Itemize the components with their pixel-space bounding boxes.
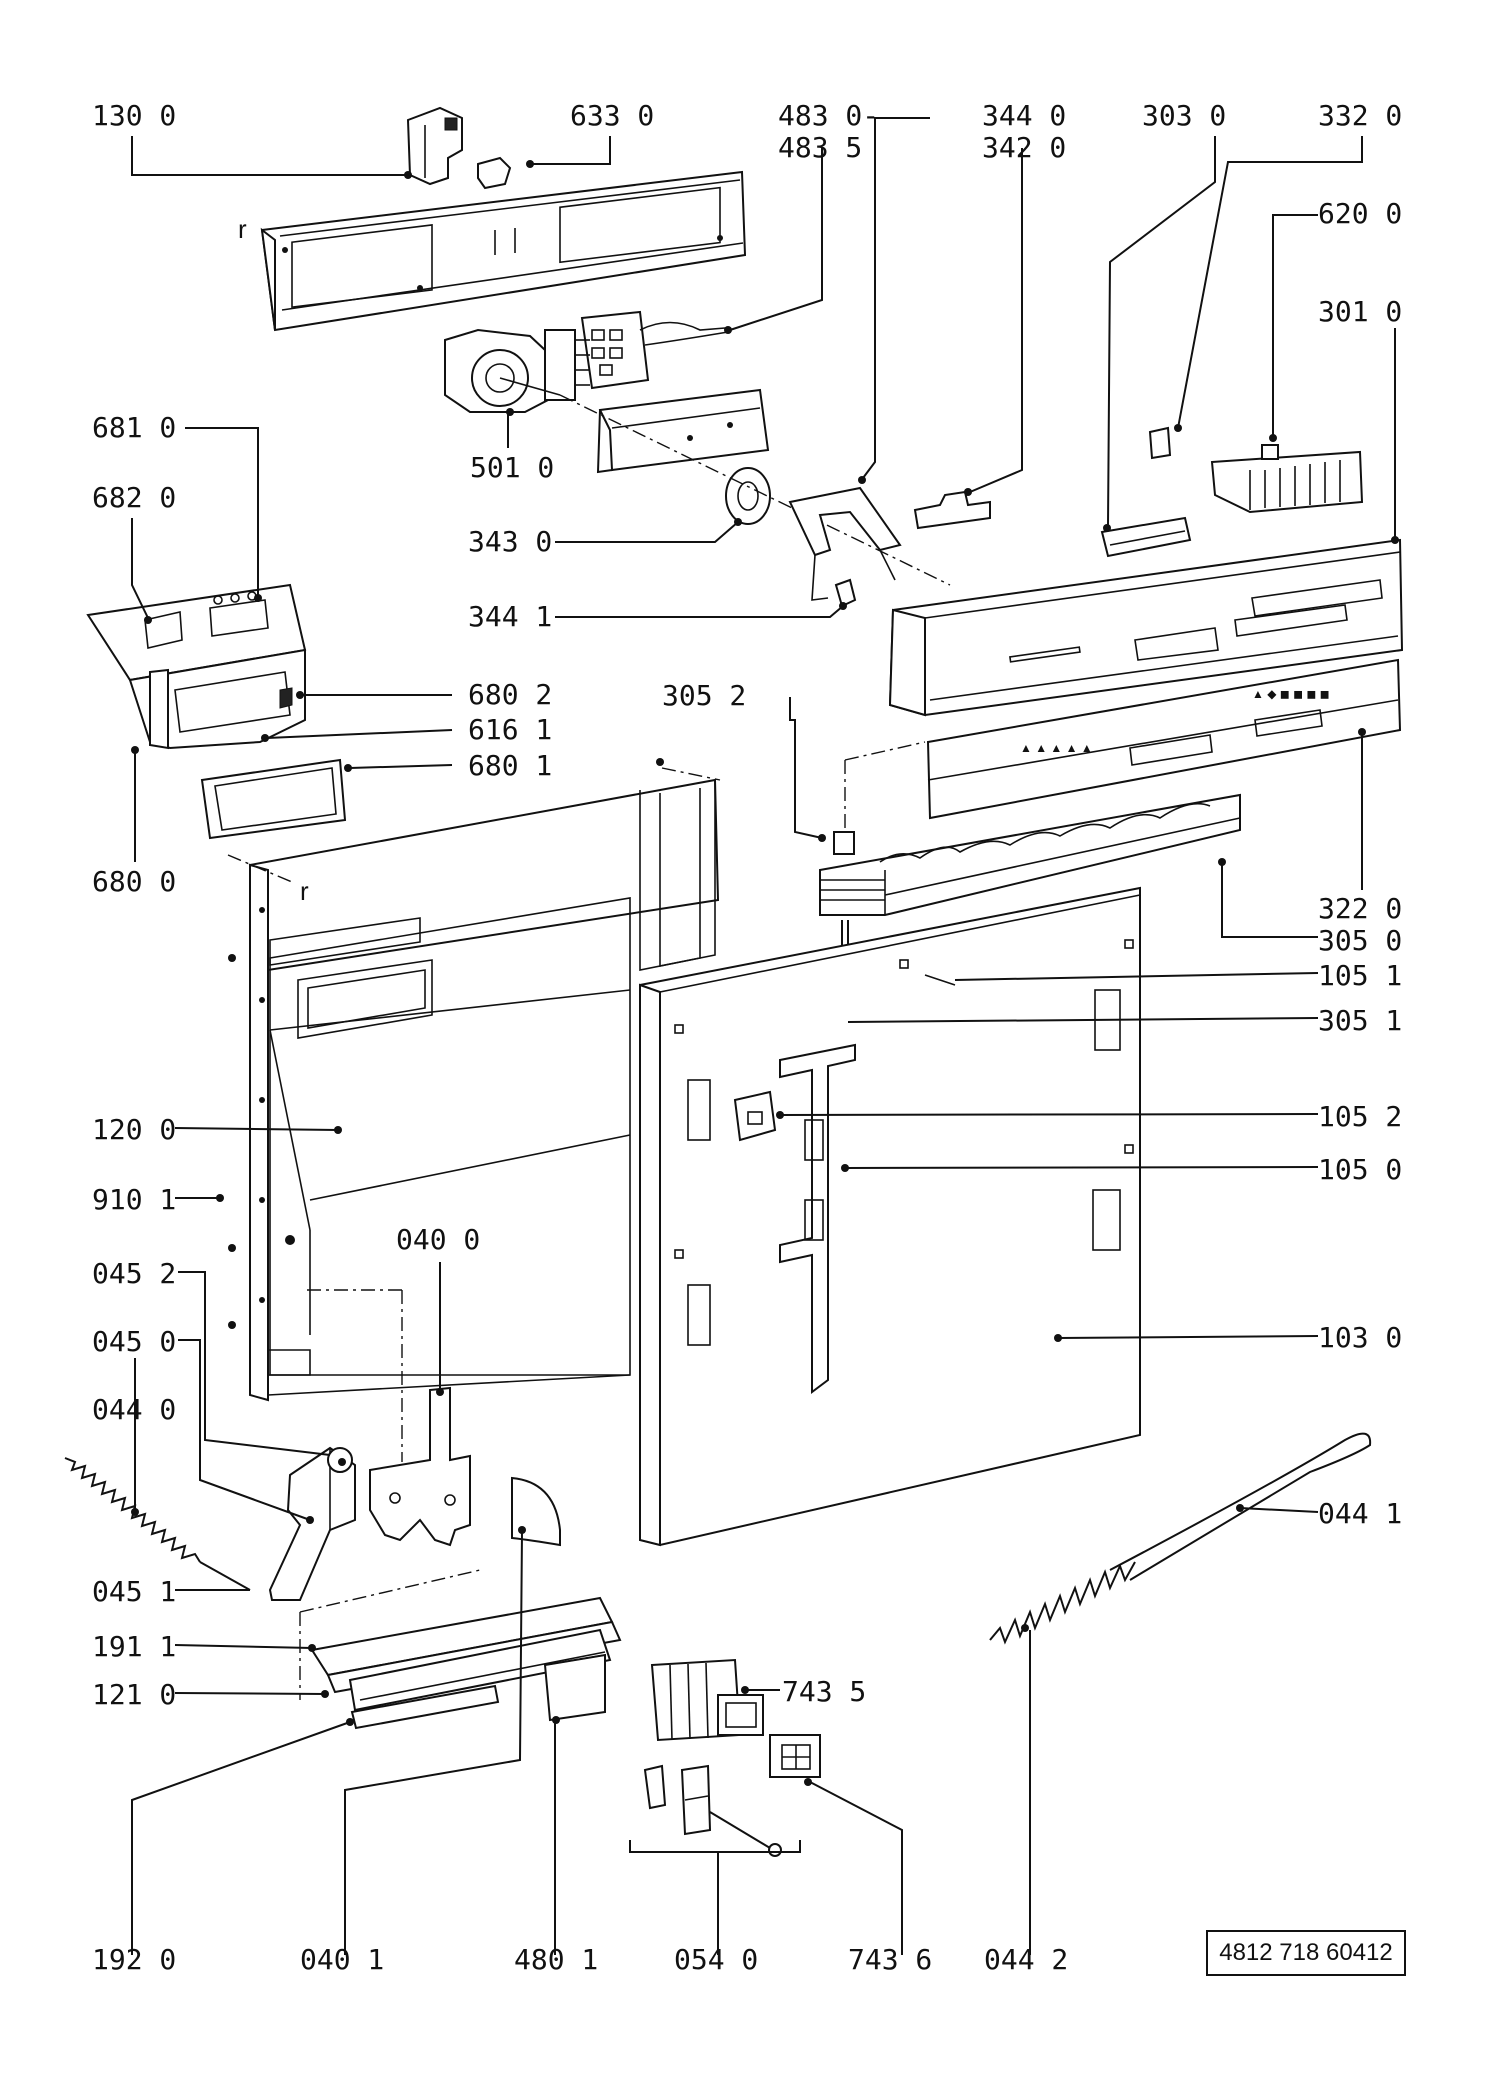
label-040-1: 040 1 [300,1943,385,1976]
part-130-bracket [404,106,463,186]
top-mounting-rail [260,170,747,332]
part-483-connector [580,310,732,390]
label-743-5: 743 5 [782,1675,867,1708]
label-680-0: 680 0 [92,865,177,898]
part-105-latch-plate [779,1043,856,1394]
part-120-inner-door [248,778,720,1402]
label-130-0: 130 0 [92,99,177,132]
svg-text:▲ ▲ ▲ ▲ ▲: ▲ ▲ ▲ ▲ ▲ [1020,741,1093,755]
label-501-0: 501 0 [470,451,555,484]
label-105-2: 105 2 [1318,1100,1403,1133]
part-r-top: r [238,214,247,244]
label-680-2: 680 2 [468,678,553,711]
label-322-0: 322 0 [1318,892,1403,925]
part-682-control-box [86,583,307,682]
label-192-0: 192 0 [92,1943,177,1976]
label-120-0: 120 0 [92,1113,177,1146]
part-044-2-spring [989,1561,1136,1645]
part-301-control-panel [888,536,1404,717]
part-305-rail [819,793,1241,916]
part-743-6-lens [769,1734,821,1786]
part-040-bracket [369,1386,471,1547]
label-483-5: 483 5 [778,131,863,164]
label-344-0: 344 0 [982,99,1067,132]
label-044-0: 044 0 [92,1393,177,1426]
label-103-0: 103 0 [1318,1321,1403,1354]
label-305-0: 305 0 [1318,924,1403,957]
label-045-0: 045 0 [92,1325,177,1358]
label-040-0: 040 0 [396,1223,481,1256]
label-191-1: 191 1 [92,1630,177,1663]
label-121-0: 121 0 [92,1678,177,1711]
label-483-0: 483 0- [778,99,880,132]
part-r-door: r [300,876,309,906]
part-342-bracket [913,488,991,530]
part-332-block [1148,424,1182,460]
part-620-switch-bank [1210,434,1364,514]
document-number: 4812 718 60412 [1206,1930,1406,1976]
part-305-2-pin [818,831,855,855]
part-633-clip [477,156,534,190]
leader-lines [131,117,1396,1955]
label-480-1: 480 1 [514,1943,599,1976]
part-910-screws [216,954,236,1329]
label-620-0: 620 0 [1318,197,1403,230]
part-045-hinge-arm [268,1446,356,1601]
label-633-0: 633 0 [570,99,655,132]
label-616-1: 616 1 [468,713,553,746]
label-303-0: 303 0 [1142,99,1227,132]
label-054-0: 054 0 [674,1943,759,1976]
label-680-1: 680 1 [468,749,553,782]
part-303-switch [1100,516,1192,558]
part-680-housing [128,648,306,754]
part-044-spring [64,1457,251,1591]
label-045-1: 045 1 [92,1575,177,1608]
part-501-motor [444,328,590,416]
part-743-5-lamp-block [650,1658,764,1742]
label-342-0: 342 0 [982,131,1067,164]
label-044-2: 044 2 [984,1943,1069,1976]
label-682-0: 682 0 [92,481,177,514]
label-681-0: 681 0 [92,411,177,444]
label-044-1: 044 1 [1318,1497,1403,1530]
part-480-bracket [543,1653,606,1724]
part-054-kit [643,1764,782,1857]
label-301-0: 301 0 [1318,295,1403,328]
part-105-2-clip [733,1090,784,1142]
label-305-1: 305 1 [1318,1004,1403,1037]
svg-text:▲ ◆ ◼ ◼ ◼ ◼: ▲ ◆ ◼ ◼ ◼ ◼ [1252,687,1330,701]
label-910-1: 910 1 [92,1183,177,1216]
label-743-6: 743 6 [848,1943,933,1976]
label-105-1: 105 1 [1318,959,1403,992]
part-344-lever [788,476,902,610]
part-040-1-cam [511,1476,561,1547]
label-045-2: 045 2 [92,1257,177,1290]
label-343-0: 343 0 [468,525,553,558]
part-680-1-gasket [200,758,352,840]
label-344-1: 344 1 [468,600,553,633]
part-103-outer-door [639,886,1141,1547]
label-332-0: 332 0 [1318,99,1403,132]
part-343-bracket [596,388,771,526]
part-191-kick-rail [308,1596,622,1712]
label-305-2: 305 2 [662,679,747,712]
label-105-0: 105 0 [1318,1153,1403,1186]
